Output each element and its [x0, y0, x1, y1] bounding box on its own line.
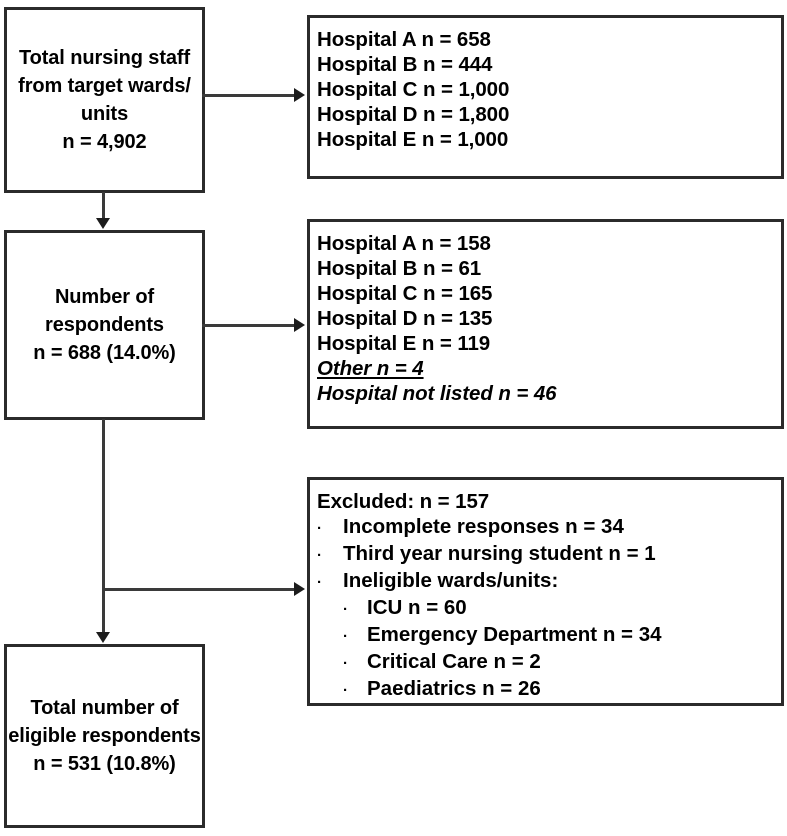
connector-total-staff-to-respondents [102, 192, 105, 222]
excluded-heading: Excluded: n = 157 [317, 490, 490, 513]
bullet-dot-icon: · [317, 574, 322, 591]
bullet-dot-icon: · [343, 628, 348, 645]
node-total-nursing-staff-line-1: Total nursing staff [18, 47, 191, 69]
node-number-of-respondents-line-2: respondents [45, 314, 164, 336]
excluded-item-incomplete-responses-label: Incomplete responses n = 34 [343, 515, 624, 538]
bullet-dot-icon: · [343, 601, 348, 618]
connector-respondents-to-eligible [102, 419, 105, 636]
excluded-subitem-critical-care: · Critical Care n = 2 [317, 649, 541, 676]
arrowhead-right-icon [294, 582, 305, 596]
node-total-nursing-staff-line-3: units [80, 103, 129, 125]
node-number-of-respondents-count: n = 688 (14.0%) [33, 342, 176, 364]
hospital-invited-row-a: Hospital A n = 658 [317, 28, 491, 51]
hospital-respondents-row-d: Hospital D n = 135 [317, 307, 493, 330]
excluded-item-ineligible-wards: · Ineligible wards/units: [317, 568, 558, 595]
connector-total-staff-to-hospital-invited [202, 94, 296, 97]
node-total-eligible-respondents-line-1: Total number of [30, 697, 179, 719]
hospital-respondents-row-a: Hospital A n = 158 [317, 232, 491, 255]
node-hospital-respondents-breakdown: Hospital A n = 158 Hospital B n = 61 Hos… [307, 219, 784, 429]
node-total-eligible-respondents: Total number of eligible respondents n =… [4, 644, 205, 828]
excluded-item-ineligible-wards-label: Ineligible wards/units: [343, 569, 559, 592]
arrowhead-down-icon [96, 632, 110, 643]
hospital-invited-row-e: Hospital E n = 1,000 [317, 128, 509, 151]
hospital-respondents-row-c: Hospital C n = 165 [317, 282, 493, 305]
excluded-subitem-icu: · ICU n = 60 [317, 595, 467, 622]
node-excluded-breakdown: Excluded: n = 157 · Incomplete responses… [307, 477, 784, 706]
node-total-nursing-staff-count: n = 4,902 [62, 131, 147, 153]
connector-respondents-to-hospital-respondents [202, 324, 296, 327]
hospital-invited-row-b: Hospital B n = 444 [317, 53, 493, 76]
bullet-dot-icon: · [317, 547, 322, 564]
excluded-subitem-icu-label: ICU n = 60 [367, 596, 467, 619]
hospital-respondents-row-e: Hospital E n = 119 [317, 332, 491, 355]
excluded-subitem-paediatrics-label: Paediatrics n = 26 [367, 677, 541, 700]
arrowhead-right-icon [294, 88, 305, 102]
node-number-of-respondents-line-1: Number of [54, 286, 155, 308]
node-total-eligible-respondents-count: n = 531 (10.8%) [33, 753, 176, 775]
excluded-subitem-emergency-department-label: Emergency Department n = 34 [367, 623, 662, 646]
hospital-respondents-row-other: Other n = 4 [317, 357, 424, 380]
excluded-subitem-emergency-department: · Emergency Department n = 34 [317, 622, 662, 649]
excluded-item-incomplete-responses: · Incomplete responses n = 34 [317, 514, 624, 541]
bullet-dot-icon: · [343, 682, 348, 699]
node-hospital-invited-breakdown: Hospital A n = 658 Hospital B n = 444 Ho… [307, 15, 784, 179]
excluded-item-third-year-student-label: Third year nursing student n = 1 [343, 542, 656, 565]
arrowhead-right-icon [294, 318, 305, 332]
hospital-respondents-row-not-listed: Hospital not listed n = 46 [317, 382, 557, 405]
excluded-subitem-paediatrics: · Paediatrics n = 26 [317, 676, 541, 703]
bullet-dot-icon: · [317, 520, 322, 537]
connector-branch-to-excluded [102, 588, 296, 591]
bullet-dot-icon: · [343, 655, 348, 672]
hospital-invited-row-c: Hospital C n = 1,000 [317, 78, 510, 101]
hospital-respondents-row-b: Hospital B n = 61 [317, 257, 482, 280]
node-total-nursing-staff: Total nursing staff from target wards/ u… [4, 7, 205, 193]
excluded-item-third-year-student: · Third year nursing student n = 1 [317, 541, 656, 568]
excluded-subitem-critical-care-label: Critical Care n = 2 [367, 650, 541, 673]
hospital-invited-row-d: Hospital D n = 1,800 [317, 103, 510, 126]
node-total-eligible-respondents-line-2: eligible respondents [8, 725, 201, 747]
node-number-of-respondents: Number of respondents n = 688 (14.0%) [4, 230, 205, 420]
arrowhead-down-icon [96, 218, 110, 229]
node-total-nursing-staff-line-2: from target wards/ [18, 75, 191, 97]
